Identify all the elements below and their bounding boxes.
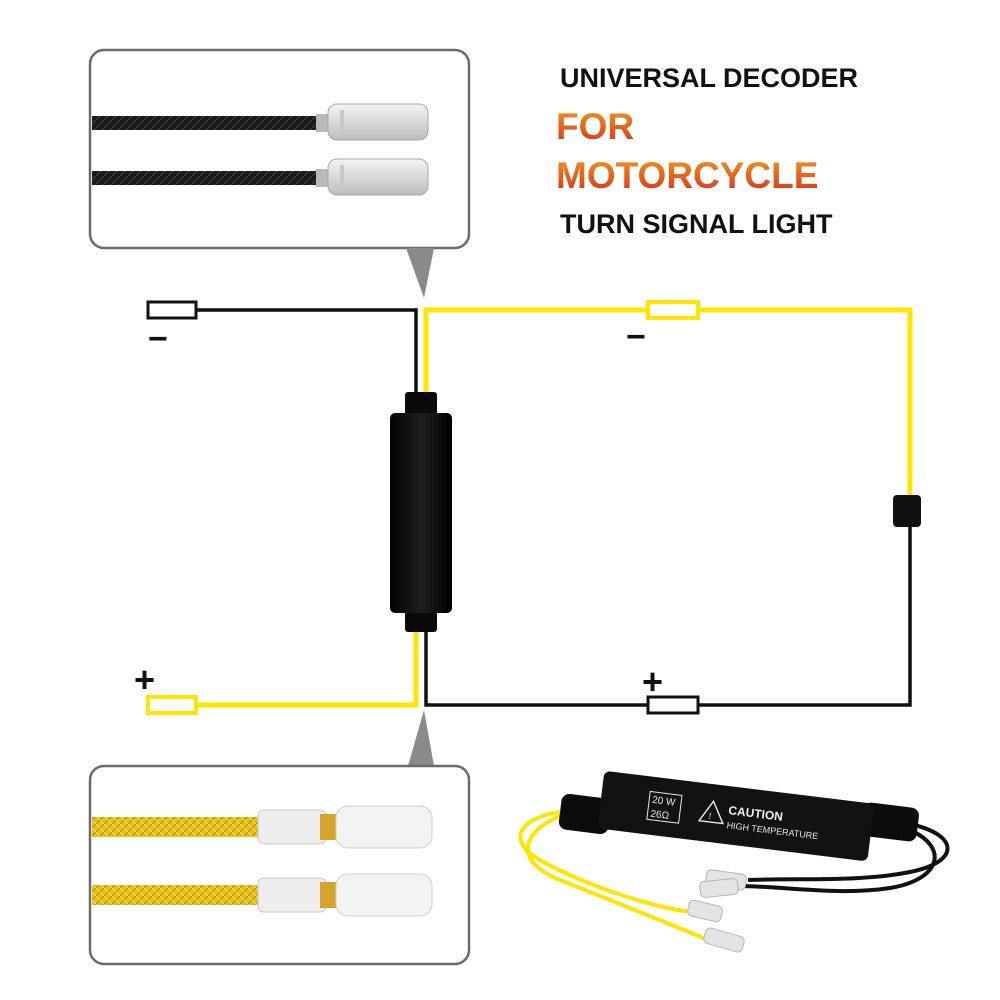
decoder-body: [390, 413, 452, 613]
decoder-product-photo: 20 W 26Ω ! CAUTION HIGH TEMPERATURE: [518, 771, 950, 953]
callout-pointer-icon: [406, 248, 434, 298]
connector-sleeve-3: [257, 809, 327, 845]
terminals: − − + +: [134, 300, 700, 715]
decoder-box-schematic: [390, 392, 452, 632]
black-terminal-bottom-right: [646, 695, 700, 715]
title-universal-decoder: UNIVERSAL DECODER: [560, 63, 858, 93]
connector-sleeve-4: [257, 877, 327, 913]
top-callout-panel: [88, 48, 471, 250]
decoder-label-caution: CAUTION: [728, 803, 784, 824]
circuit-wires: [196, 307, 913, 708]
bottom-callout-panel: [88, 764, 471, 966]
yellow-terminal-bottom-left: [146, 695, 198, 715]
yellow-wire-top: [423, 307, 913, 498]
decoder-label-rating: 20 W: [652, 795, 677, 809]
black-braided-wire-2: [92, 171, 317, 185]
terminal-sign-black-left: −: [148, 320, 168, 358]
warning-triangle-icon: [697, 799, 724, 825]
yellow-lead-1: [518, 810, 691, 914]
yellow-wire-bottom: [196, 632, 419, 708]
callout-pointer-icon: [408, 710, 434, 766]
svg-text:!: !: [708, 811, 712, 821]
title-for: FOR: [556, 106, 634, 147]
yellow-lead-2: [526, 814, 709, 942]
decoder-label-resistance: 26Ω: [650, 809, 670, 822]
title-block: UNIVERSAL DECODER FOR MOTORCYCLE TURN SI…: [556, 63, 858, 239]
black-terminal-left: [146, 300, 198, 320]
black-wire-bottom: [424, 525, 912, 707]
heatshrink-right: [861, 802, 919, 842]
heatshrink-left: [558, 794, 612, 834]
terminal-sign-black-right: +: [642, 661, 663, 702]
terminal-sign-yellow-right: −: [626, 318, 646, 356]
black-wire-top: [196, 308, 418, 395]
connector-sleeve-2: [327, 158, 429, 196]
connector-sleeve-1: [327, 103, 429, 141]
title-motorcycle: MOTORCYCLE: [556, 155, 818, 196]
black-braided-wire-1: [92, 116, 317, 130]
yellow-braided-wire-2: [92, 885, 262, 905]
yellow-terminal-top-right: [646, 300, 700, 320]
yellow-braided-wire-1: [92, 817, 262, 837]
black-lead-2: [739, 828, 937, 894]
title-turn-signal-light: TURN SIGNAL LIGHT: [560, 209, 833, 239]
black-lead-1: [747, 822, 950, 882]
terminal-sign-yellow-left: +: [134, 659, 155, 700]
turn-signal-connector: [893, 495, 921, 527]
